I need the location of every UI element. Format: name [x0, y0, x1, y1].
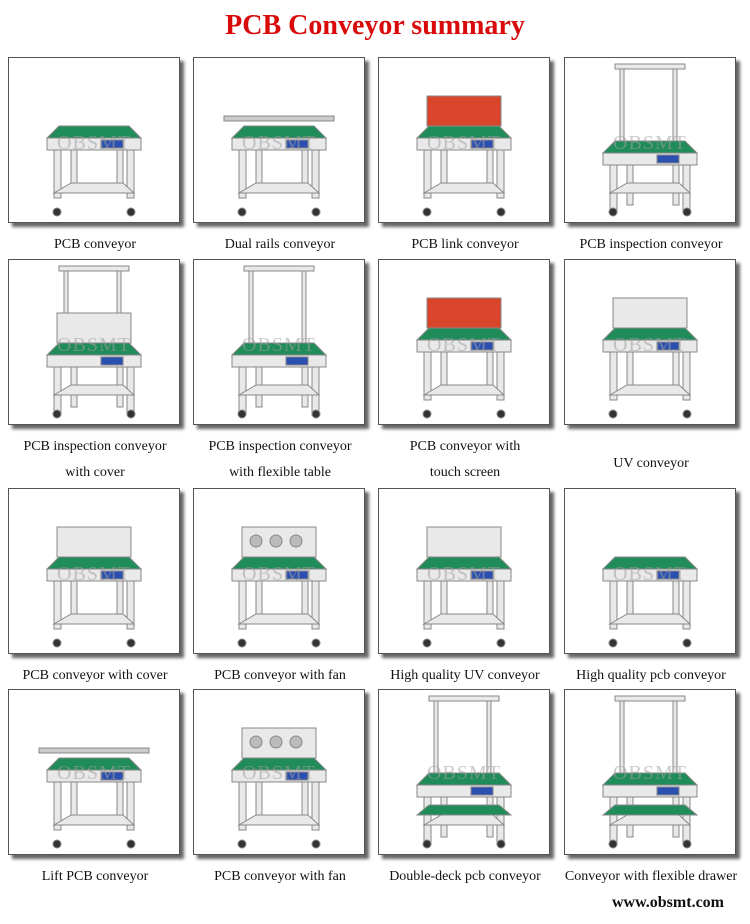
product-caption: High quality UV conveyor: [372, 663, 558, 689]
watermark-logo: OBSMT: [57, 334, 131, 356]
product-caption: Double-deck pcb conveyor: [372, 864, 558, 890]
conveyor-illustration: [223, 115, 335, 217]
product-image[interactable]: OBSMT: [8, 259, 180, 425]
product-image[interactable]: OBSMT: [564, 259, 736, 425]
product-image[interactable]: OBSMT: [8, 57, 180, 223]
caption-line: PCB inspection conveyor: [579, 237, 723, 252]
caption-line: PCB conveyor with: [409, 439, 521, 454]
caption-line: PCB inspection conveyor: [208, 439, 352, 454]
product-caption: PCB link conveyor: [372, 232, 558, 258]
conveyor-illustration: [601, 297, 699, 419]
conveyor-illustration: [38, 747, 150, 849]
caption-line: PCB conveyor with cover: [22, 668, 168, 683]
product-caption: PCB conveyor with cover: [2, 663, 188, 689]
conveyor-illustration: [601, 556, 699, 648]
conveyor-illustration: [230, 526, 328, 648]
caption-line: High quality pcb conveyor: [576, 668, 726, 683]
product-image[interactable]: OBSMT: [564, 689, 736, 855]
caption-line: touch screen: [429, 465, 501, 480]
caption-line: High quality UV conveyor: [390, 668, 540, 683]
caption-line: PCB conveyor with fan: [214, 668, 346, 683]
caption-line: with flexible table: [229, 465, 331, 480]
product-image[interactable]: OBSMT: [193, 689, 365, 855]
caption-line: with cover: [65, 465, 125, 480]
product-image[interactable]: OBSMT: [378, 57, 550, 223]
watermark-logo: OBSMT: [57, 132, 131, 154]
product-caption: PCB conveyor with touch screen: [372, 434, 558, 486]
product-image[interactable]: OBSMT: [378, 689, 550, 855]
product-caption: PCB inspection conveyor with cover: [2, 434, 188, 486]
watermark-logo: OBSMT: [613, 762, 687, 784]
caption-line: PCB link conveyor: [411, 237, 519, 252]
watermark-logo: OBSMT: [613, 132, 687, 154]
conveyor-illustration: [415, 695, 513, 849]
watermark-logo: OBSMT: [427, 563, 501, 585]
watermark-logo: OBSMT: [57, 762, 131, 784]
watermark-logo: OBSMT: [613, 334, 687, 356]
conveyor-illustration: [415, 95, 513, 217]
product-caption: PCB conveyor: [2, 232, 188, 258]
product-image[interactable]: OBSMT: [193, 488, 365, 654]
conveyor-illustration: [415, 297, 513, 419]
product-caption: UV conveyor: [558, 451, 744, 477]
caption-line: Conveyor with flexible drawer: [564, 869, 738, 884]
caption-line: PCB inspection conveyor: [23, 439, 167, 454]
caption-line: Double-deck pcb conveyor: [389, 869, 541, 884]
watermark-logo: OBSMT: [57, 563, 131, 585]
product-caption: PCB conveyor with fan: [187, 663, 373, 689]
conveyor-illustration: [601, 695, 699, 849]
caption-line: PCB conveyor with fan: [214, 869, 346, 884]
conveyor-illustration: [601, 63, 699, 217]
caption-line: UV conveyor: [613, 456, 689, 471]
conveyor-illustration: [230, 727, 328, 849]
product-image[interactable]: OBSMT: [378, 259, 550, 425]
caption-line: PCB conveyor: [53, 237, 137, 252]
product-image[interactable]: OBSMT: [193, 259, 365, 425]
watermark-logo: OBSMT: [242, 334, 316, 356]
product-image[interactable]: OBSMT: [564, 57, 736, 223]
watermark-logo: OBSMT: [242, 762, 316, 784]
product-caption: PCB inspection conveyor with flexible tab…: [187, 434, 373, 486]
page-title: PCB Conveyor summary: [225, 10, 525, 41]
watermark-logo: OBSMT: [427, 762, 501, 784]
product-image[interactable]: OBSMT: [193, 57, 365, 223]
product-image[interactable]: OBSMT: [564, 488, 736, 654]
product-caption: PCB conveyor with fan: [187, 864, 373, 890]
product-image[interactable]: OBSMT: [378, 488, 550, 654]
conveyor-illustration: [45, 125, 143, 217]
watermark-logo: OBSMT: [613, 563, 687, 585]
conveyor-illustration: [415, 526, 513, 648]
caption-line: Dual rails conveyor: [224, 237, 336, 252]
watermark-logo: OBSMT: [427, 132, 501, 154]
caption-line: Lift PCB conveyor: [41, 869, 149, 884]
conveyor-illustration: [45, 526, 143, 648]
product-caption: Dual rails conveyor: [187, 232, 373, 258]
watermark-logo: OBSMT: [242, 132, 316, 154]
product-image[interactable]: OBSMT: [8, 488, 180, 654]
watermark-logo: OBSMT: [242, 563, 316, 585]
product-caption: Conveyor with flexible drawer: [558, 864, 744, 890]
conveyor-illustration: [230, 265, 328, 419]
product-caption: High quality pcb conveyor: [558, 663, 744, 689]
product-caption: PCB inspection conveyor: [558, 232, 744, 258]
product-caption: Lift PCB conveyor: [2, 864, 188, 890]
conveyor-illustration: [45, 265, 143, 419]
watermark-logo: OBSMT: [427, 334, 501, 356]
product-image[interactable]: OBSMT: [8, 689, 180, 855]
website-url[interactable]: www.obsmt.com: [612, 894, 724, 911]
